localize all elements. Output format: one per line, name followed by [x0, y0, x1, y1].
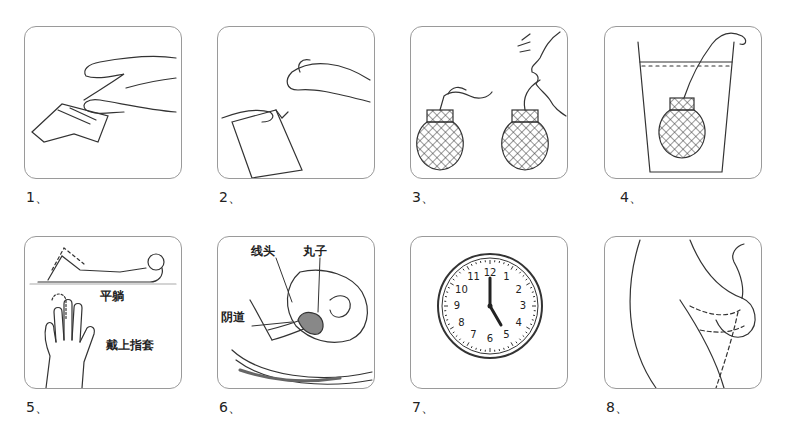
step-number: 3、: [412, 189, 435, 206]
clock-numeral: 8: [458, 317, 464, 329]
step-number: 1、: [26, 189, 49, 206]
part-label: 平躺: [100, 289, 124, 303]
step-number: 7、: [412, 399, 435, 416]
step-panel: 8、: [604, 236, 762, 420]
panel-frame: [24, 26, 182, 179]
part-label: 阴道: [221, 310, 245, 324]
panel-frame: [410, 236, 568, 389]
clock-numeral: 9: [454, 300, 460, 312]
clock-numeral: 2: [515, 284, 521, 296]
part-label: 丸子: [303, 244, 327, 258]
clock-numeral: 10: [455, 284, 468, 296]
step-panel: 4、: [604, 26, 762, 210]
step-number: 5、: [26, 399, 49, 416]
step-panel: 平躺戴上指套 5、: [24, 236, 182, 420]
panel-frame: [410, 26, 568, 179]
step-panel: 线头 丸子阴道 6、: [217, 236, 375, 420]
step-panel: 2、: [217, 26, 375, 210]
clock-numeral: 7: [470, 329, 476, 341]
panel-frame: [604, 236, 762, 389]
step-panel: 1、: [24, 26, 182, 210]
clock-numeral: 12: [484, 267, 497, 279]
step-number: 6、: [219, 399, 242, 416]
step-panel: 3、: [410, 26, 568, 210]
step-panel: 7、 12 12 3 45678 9 1011: [410, 236, 568, 420]
panel-frame: [24, 236, 182, 389]
clock-numeral: 5: [503, 329, 509, 341]
part-label: 线头: [251, 244, 275, 258]
clock-numeral: 1: [503, 271, 509, 283]
clock-numeral: 6: [487, 333, 493, 345]
clock-numeral: 11: [467, 271, 480, 283]
step-number: 4、: [620, 189, 643, 206]
panel-frame: [604, 26, 762, 179]
step-number: 2、: [219, 189, 242, 206]
part-label: 戴上指套: [106, 338, 154, 352]
clock-face: 12 12 3 45678 9 1011: [436, 252, 544, 360]
clock-numeral: 4: [515, 317, 521, 329]
clock-numeral: 3: [520, 300, 526, 312]
step-number: 8、: [606, 399, 629, 416]
panel-frame: [217, 26, 375, 179]
